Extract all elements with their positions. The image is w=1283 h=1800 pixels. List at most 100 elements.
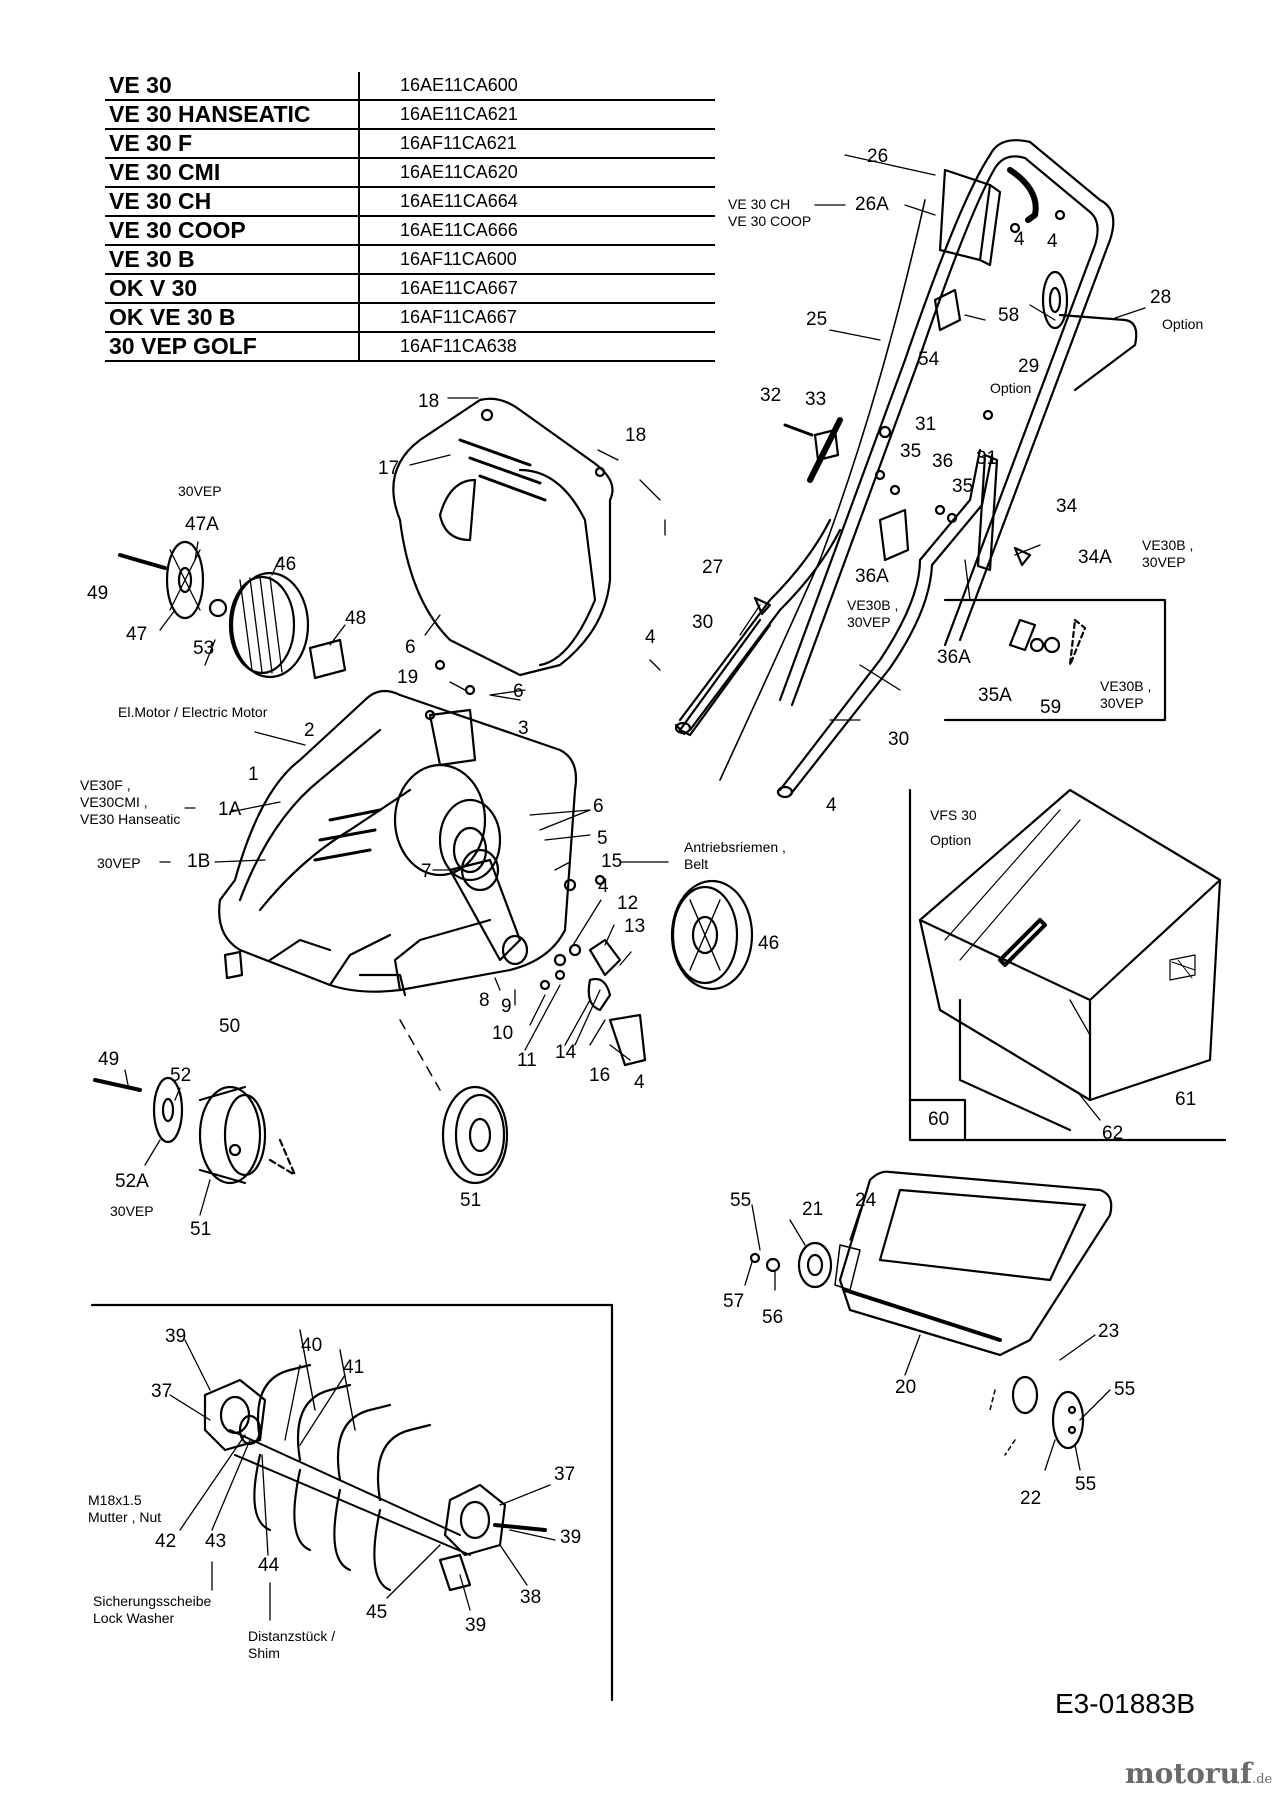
- model-name: VE 30 F: [105, 129, 360, 159]
- part-label-45: 45: [366, 1602, 388, 1623]
- part-label-50: 50: [219, 1016, 241, 1037]
- part-label-8: 8: [479, 990, 490, 1011]
- roller-end-left: [203, 1378, 267, 1452]
- part-label-31: 31: [915, 414, 937, 435]
- part-label-4: 4: [645, 627, 656, 648]
- part-label-60: 60: [928, 1109, 950, 1130]
- part-label-13: 13: [624, 916, 646, 937]
- note-option-vfs30: Option: [930, 832, 972, 848]
- note-30vep-wheel: 30VEP: [178, 483, 222, 499]
- part-label-43: 43: [205, 1531, 227, 1552]
- note-electric-motor: El.Motor / Electric Motor: [118, 704, 268, 720]
- motoruf-logo: motoruf.de: [1125, 1760, 1272, 1788]
- model-code: 16AF11CA621: [359, 129, 715, 159]
- model-name: VE 30: [105, 72, 360, 101]
- bearing-22: [1011, 1375, 1085, 1450]
- part-label-35A: 35A: [978, 685, 1012, 706]
- part-label-31: 31: [976, 448, 998, 469]
- collection-bag: [918, 788, 1222, 1132]
- part-label-52: 52: [170, 1065, 192, 1086]
- part-label-6: 6: [405, 637, 416, 658]
- part-label-1A: 1A: [218, 799, 242, 820]
- part-label-7: 7: [421, 861, 432, 882]
- part-label-53: 53: [193, 638, 215, 659]
- note-ve30-hanseatic: VE30 Hanseatic: [80, 811, 181, 827]
- part-label-1B: 1B: [187, 851, 211, 872]
- note-option-28: Option: [1162, 316, 1204, 332]
- note-nut-size: M18x1.5: [88, 1492, 142, 1508]
- part-label-54: 54: [918, 349, 940, 370]
- part-label-26: 26: [867, 146, 889, 167]
- note-washer-de: Sicherungsscheibe: [93, 1593, 212, 1609]
- part-label-49: 49: [98, 1049, 120, 1070]
- part-label-22: 22: [1020, 1488, 1042, 1509]
- part-label-10: 10: [492, 1023, 514, 1044]
- part-label-30: 30: [888, 729, 910, 750]
- part-label-18: 18: [418, 391, 440, 412]
- part-label-16: 16: [589, 1065, 611, 1086]
- part-label-40: 40: [301, 1335, 323, 1356]
- part-label-14: 14: [555, 1042, 577, 1063]
- part-label-42: 42: [155, 1531, 177, 1552]
- part-label-25: 25: [806, 309, 828, 330]
- note-shim-en: Shim: [248, 1645, 280, 1661]
- note-30vep: 30VEP: [1100, 695, 1144, 711]
- part-label-23: 23: [1098, 1321, 1120, 1342]
- part-label-47A: 47A: [185, 514, 219, 535]
- model-code: 16AE11CA600: [359, 72, 715, 101]
- part-label-46: 46: [275, 554, 297, 575]
- note-30vep: 30VEP: [847, 614, 891, 630]
- part-label-15: 15: [601, 851, 623, 872]
- model-code: 16AE11CA667: [359, 274, 715, 304]
- part-label-30: 30: [692, 612, 714, 633]
- part-label-20: 20: [895, 1377, 917, 1398]
- logo-name: motoruf: [1125, 1757, 1253, 1790]
- note-ve30b: VE30B ,: [1142, 537, 1194, 553]
- part-label-36A: 36A: [937, 647, 971, 668]
- part-label-55: 55: [730, 1190, 752, 1211]
- part-label-9: 9: [501, 996, 512, 1017]
- part-label-24: 24: [855, 1190, 877, 1211]
- note-belt-en: Belt: [684, 856, 709, 872]
- roller-end-right: [438, 1483, 547, 1592]
- part-label-62: 62: [1102, 1123, 1124, 1144]
- handle-assembly: [674, 139, 1138, 799]
- part-label-19: 19: [397, 667, 419, 688]
- wheel-51-left: [198, 1085, 297, 1185]
- part-label-35: 35: [952, 476, 974, 497]
- part-label-39: 39: [465, 1615, 487, 1636]
- model-name: VE 30 COOP: [105, 216, 360, 246]
- bearing-21: [797, 1241, 861, 1291]
- hub-52: [93, 1076, 184, 1144]
- logo-tld: .de: [1252, 1772, 1273, 1787]
- part-label-38: 38: [520, 1587, 542, 1608]
- part-label-21: 21: [802, 1199, 824, 1220]
- vfs30-frame: [908, 788, 1227, 1142]
- part-label-44: 44: [258, 1555, 280, 1576]
- part-label-4: 4: [598, 876, 609, 897]
- part-label-56: 56: [762, 1307, 784, 1328]
- part-label-36A: 36A: [855, 566, 889, 587]
- part-label-26A: 26A: [855, 194, 889, 215]
- note-washer-en: Lock Washer: [93, 1610, 175, 1626]
- model-code: 16AF11CA667: [359, 303, 715, 333]
- note-30vep: 30VEP: [1142, 554, 1186, 570]
- part-label-55: 55: [1075, 1474, 1097, 1495]
- plate-50: [223, 950, 244, 980]
- part-label-4: 4: [634, 1072, 645, 1093]
- wheel-51-mid: [441, 1085, 509, 1185]
- note-ve30b: VE30B ,: [1100, 678, 1152, 694]
- part-label-55: 55: [1114, 1379, 1136, 1400]
- part-label-6: 6: [513, 681, 524, 702]
- wheel-46-left: [228, 571, 310, 679]
- note-nut: Mutter , Nut: [88, 1509, 162, 1525]
- part-label-32: 32: [760, 385, 782, 406]
- part-label-4: 4: [1014, 229, 1025, 250]
- model-name: OK V 30: [105, 274, 360, 304]
- part-label-4: 4: [826, 795, 837, 816]
